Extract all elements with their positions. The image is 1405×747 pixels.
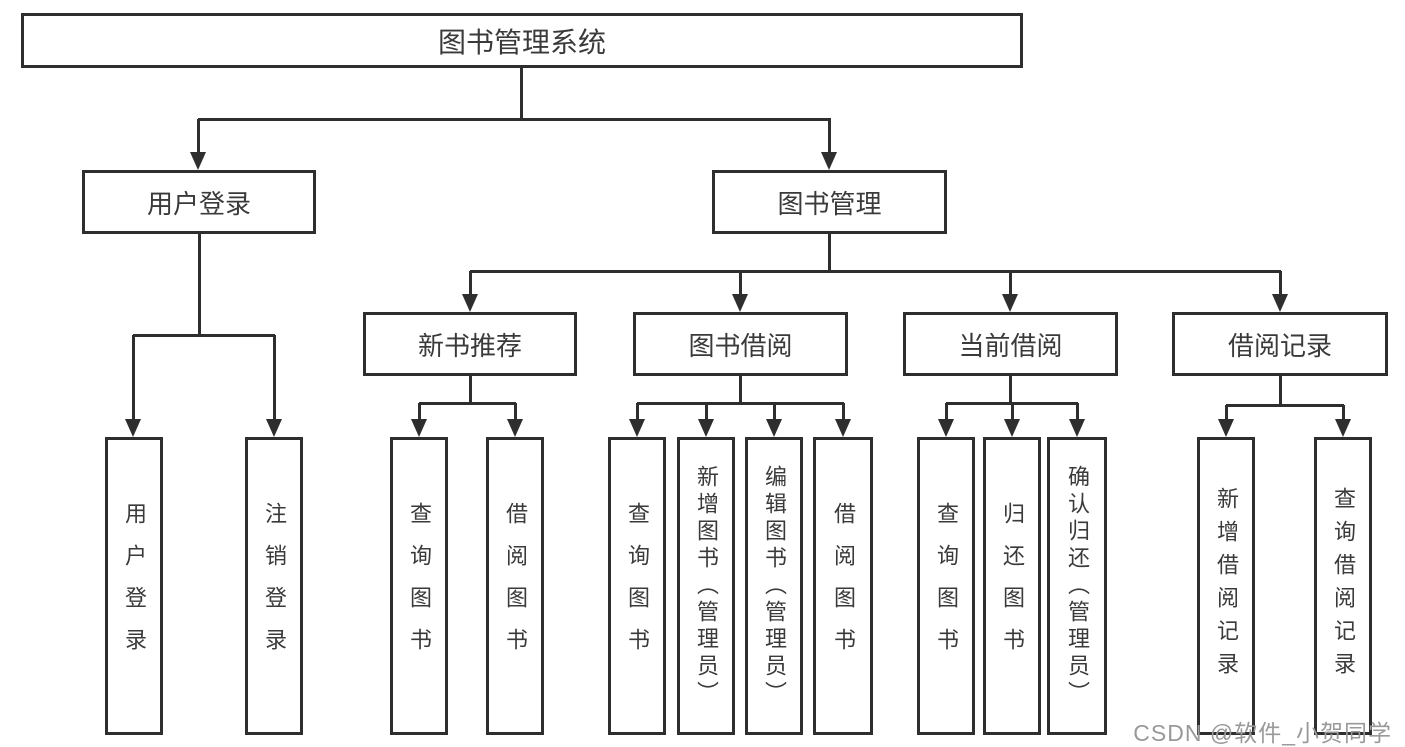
connector-line bbox=[705, 403, 708, 419]
leaf-label: 注销登录 bbox=[262, 502, 287, 670]
connector-line bbox=[418, 403, 421, 419]
connector-line bbox=[520, 68, 523, 119]
connector-line bbox=[945, 403, 948, 419]
connector-line bbox=[1279, 376, 1282, 406]
leaf-query-books-current: 查询图书 bbox=[917, 437, 975, 735]
leaf-label: 编辑图书（管理员） bbox=[762, 464, 787, 708]
node-label: 当前借阅 bbox=[958, 330, 1063, 361]
arrowhead-down-icon bbox=[629, 419, 645, 437]
connector-line bbox=[828, 234, 831, 272]
connector-line bbox=[419, 402, 516, 405]
connector-line bbox=[1225, 405, 1228, 419]
connector-line bbox=[133, 334, 275, 337]
connector-line bbox=[1009, 376, 1012, 404]
arrowhead-down-icon bbox=[732, 294, 748, 312]
arrowhead-down-icon bbox=[821, 152, 837, 170]
connector-line bbox=[828, 119, 831, 152]
leaf-logout: 注销登录 bbox=[245, 437, 303, 735]
connector-line bbox=[470, 270, 1281, 273]
connector-line bbox=[132, 335, 135, 419]
connector-line bbox=[198, 234, 201, 335]
connector-line bbox=[1279, 271, 1282, 294]
node-book-management: 图书管理 bbox=[712, 170, 947, 234]
connector-line bbox=[636, 403, 639, 419]
node-book-borrowing: 图书借阅 bbox=[633, 312, 848, 376]
arrowhead-down-icon bbox=[938, 419, 954, 437]
connector-line bbox=[469, 271, 472, 294]
arrowhead-down-icon bbox=[266, 419, 282, 437]
arrowhead-down-icon bbox=[507, 419, 523, 437]
connector-line bbox=[1009, 271, 1012, 294]
leaf-label: 查询借阅记录 bbox=[1331, 487, 1356, 685]
leaf-label: 新增借阅记录 bbox=[1214, 487, 1239, 685]
leaf-query-books-recommend: 查询图书 bbox=[390, 437, 448, 735]
leaf-user-login: 用户登录 bbox=[105, 437, 163, 735]
leaf-label: 借阅图书 bbox=[831, 502, 856, 670]
arrowhead-down-icon bbox=[1069, 419, 1085, 437]
arrowhead-down-icon bbox=[1002, 294, 1018, 312]
connector-line bbox=[773, 403, 776, 419]
arrowhead-down-icon bbox=[766, 419, 782, 437]
node-current-borrowing: 当前借阅 bbox=[903, 312, 1118, 376]
connector-line bbox=[1076, 403, 1079, 419]
leaf-label: 查询图书 bbox=[934, 502, 959, 670]
leaf-edit-books-admin: 编辑图书（管理员） bbox=[745, 437, 803, 735]
leaf-label: 确认归还（管理员） bbox=[1065, 464, 1090, 708]
leaf-label: 查询图书 bbox=[625, 502, 650, 670]
node-label: 图书管理系统 bbox=[437, 26, 606, 58]
arrowhead-down-icon bbox=[1004, 419, 1020, 437]
node-label: 图书借阅 bbox=[688, 330, 793, 361]
arrowhead-down-icon bbox=[190, 152, 206, 170]
connector-line bbox=[637, 402, 844, 405]
leaf-borrow-books-recommend: 借阅图书 bbox=[486, 437, 544, 735]
arrowhead-down-icon bbox=[1272, 294, 1288, 312]
leaf-add-books-admin: 新增图书（管理员） bbox=[677, 437, 735, 735]
node-label: 借阅记录 bbox=[1227, 330, 1332, 361]
leaf-query-borrow-record: 查询借阅记录 bbox=[1314, 437, 1372, 735]
arrowhead-down-icon bbox=[1335, 419, 1351, 437]
leaf-label: 新增图书（管理员） bbox=[694, 464, 719, 708]
arrowhead-down-icon bbox=[698, 419, 714, 437]
connector-line bbox=[739, 271, 742, 294]
arrowhead-down-icon bbox=[411, 419, 427, 437]
leaf-query-books-borrowing: 查询图书 bbox=[608, 437, 666, 735]
arrowhead-down-icon bbox=[125, 419, 141, 437]
node-new-book-recommendation: 新书推荐 bbox=[363, 312, 577, 376]
node-user-login: 用户登录 bbox=[82, 170, 316, 234]
watermark: CSDN @软件_小贺同学 bbox=[1133, 720, 1392, 746]
connector-line bbox=[946, 402, 1078, 405]
leaf-add-borrow-record: 新增借阅记录 bbox=[1197, 437, 1255, 735]
node-borrowing-records: 借阅记录 bbox=[1172, 312, 1388, 376]
connector-line bbox=[514, 403, 517, 419]
leaf-return-books: 归还图书 bbox=[983, 437, 1041, 735]
arrowhead-down-icon bbox=[462, 294, 478, 312]
leaf-confirm-return-admin: 确认归还（管理员） bbox=[1047, 437, 1107, 735]
leaf-label: 查询图书 bbox=[407, 502, 432, 670]
connector-line bbox=[739, 376, 742, 404]
connector-line bbox=[469, 376, 472, 404]
node-library-system: 图书管理系统 bbox=[21, 13, 1023, 68]
connector-line bbox=[1011, 403, 1014, 419]
arrowhead-down-icon bbox=[835, 419, 851, 437]
arrowhead-down-icon bbox=[1218, 419, 1234, 437]
connector-line bbox=[842, 403, 845, 419]
connector-line bbox=[273, 335, 276, 419]
connector-line bbox=[1342, 405, 1345, 419]
connector-line bbox=[1226, 404, 1344, 407]
leaf-label: 借阅图书 bbox=[503, 502, 528, 670]
connector-line bbox=[197, 119, 200, 152]
node-label: 新书推荐 bbox=[417, 330, 522, 361]
leaf-label: 归还图书 bbox=[1000, 502, 1025, 670]
leaf-borrow-books-borrowing: 借阅图书 bbox=[813, 437, 873, 735]
node-label: 图书管理 bbox=[777, 188, 882, 219]
connector-line bbox=[198, 118, 831, 121]
leaf-label: 用户登录 bbox=[122, 502, 147, 670]
node-label: 用户登录 bbox=[146, 188, 251, 219]
